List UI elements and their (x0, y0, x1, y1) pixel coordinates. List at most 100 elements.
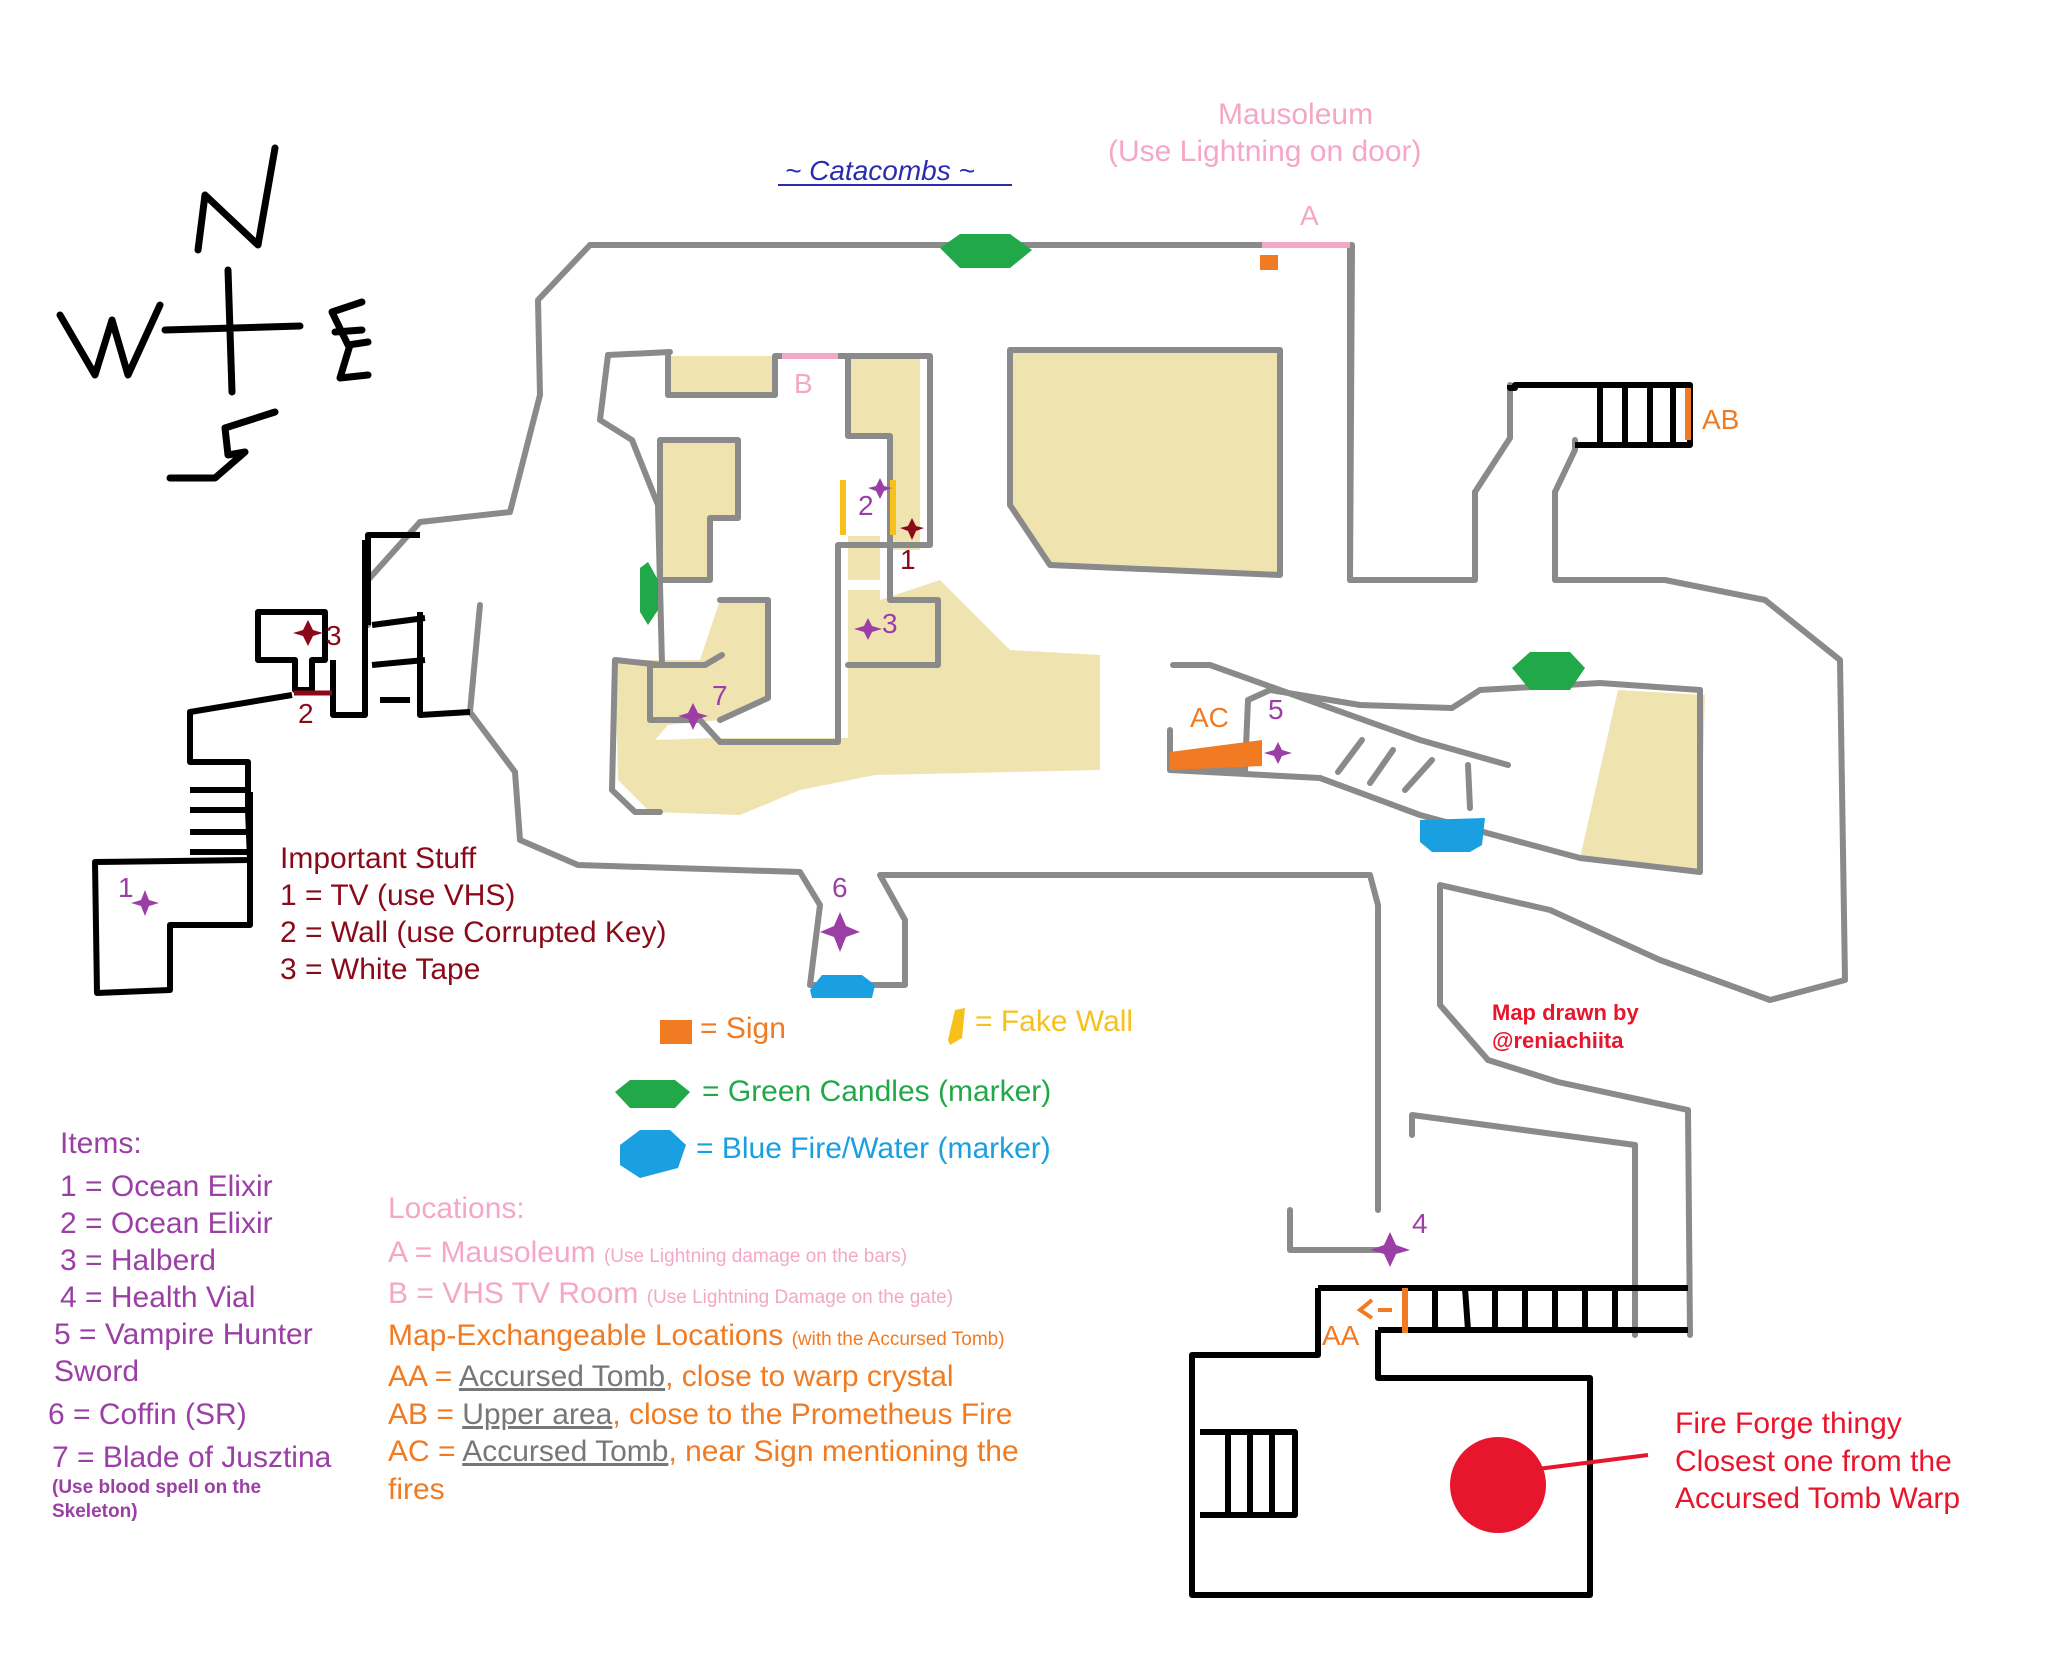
legend-green-candles: = Green Candles (marker) (702, 1075, 1052, 1108)
label-item-7: 7 (712, 680, 728, 711)
item-entry: 5 = Vampire Hunter (54, 1318, 313, 1351)
wall-big-ne-room (1007, 347, 1283, 578)
wall-lower-right-room (1409, 1112, 1638, 1338)
wall-tomb-bars (1432, 1287, 1618, 1331)
wall-west-lower (187, 692, 293, 792)
location-ab-link: Upper area (462, 1397, 613, 1431)
map-title: ~ Catacombs ~ (785, 155, 975, 186)
locations-block: Locations: A = Mausoleum (Use Lightning … (388, 1190, 1019, 1508)
location-a-main: A = Mausoleum (388, 1235, 596, 1269)
item-note: (Use blood spell on the (52, 1477, 262, 1498)
label-important-3: 3 (326, 620, 342, 651)
fake-wall-legend-icon (948, 1008, 965, 1045)
important-item: 1 = TV (use VHS) (280, 879, 516, 912)
gray-walls-2 (1347, 242, 1578, 583)
star-item-2 (868, 478, 892, 499)
exchangeable-note: (with the Accursed Tomb) (791, 1328, 1005, 1350)
star-important-1 (900, 518, 924, 540)
wall-west-corridor (330, 540, 368, 718)
item-stars (131, 478, 1410, 1267)
compass-n (194, 144, 279, 254)
fire-forge-line: Accursed Tomb Warp (1675, 1482, 1961, 1515)
candle-right (1512, 652, 1585, 690)
wall-west-stair (190, 787, 248, 855)
fire-forge-pointer (1529, 1453, 1649, 1472)
wall-ab-room (1507, 382, 1693, 448)
location-b: B = VHS TV Room (Use Lightning Damage on… (388, 1275, 1019, 1317)
item-entry: Sword (54, 1355, 140, 1388)
location-ab: AB = Upper area, close to the Prometheus… (388, 1396, 1019, 1434)
label-AA: AA (1322, 1320, 1360, 1351)
location-ac-cont: fires (388, 1472, 445, 1506)
wall-right-corridor (1167, 687, 1703, 875)
floor-lower-arm (615, 580, 1100, 815)
floor-mid-top (848, 358, 920, 550)
compass-w (56, 301, 164, 379)
important-stars (293, 518, 924, 646)
black-walls (92, 382, 1693, 1598)
star-item-1 (131, 890, 159, 916)
compass-s (166, 408, 279, 482)
location-aa-link: Accursed Tomb (458, 1360, 666, 1393)
location-a: A = Mausoleum (Use Lightning damage on t… (388, 1234, 1019, 1276)
signs (660, 255, 1691, 1333)
compass-rose (56, 144, 372, 482)
location-b-main: B = VHS TV Room (388, 1277, 639, 1310)
exchangeable-main: Map-Exchangeable Locations (388, 1318, 784, 1352)
wall-bottom-left-room (1287, 1207, 1381, 1253)
legend-sign: = Sign (700, 1012, 786, 1045)
wall-inner-room-left (657, 437, 741, 583)
wall-right-outer (1437, 577, 1848, 1338)
tan-floors (615, 350, 1705, 872)
item-entry: 3 = Halberd (60, 1244, 216, 1277)
floor-far-east (1580, 690, 1705, 872)
legend-blue-fire: = Blue Fire/Water (marker) (696, 1132, 1051, 1165)
item-entry: 4 = Health Vial (60, 1281, 256, 1314)
location-b-note: (Use Lightning Damage on the gate) (646, 1287, 954, 1308)
wall-upper-right-room (1552, 489, 1668, 583)
label-item-6: 6 (832, 872, 848, 903)
locations-heading: Locations: (388, 1192, 525, 1225)
wall-tomb-stairs (1200, 1429, 1298, 1518)
location-ab-prefix: AB = (388, 1397, 463, 1431)
wall-tomb-room (1189, 1288, 1593, 1598)
item-entry: 1 = Ocean Elixir (60, 1170, 273, 1203)
items-block: Items: 1 = Ocean Elixir 2 = Ocean Elixir… (48, 1125, 332, 1524)
item-note: Skeleton) (52, 1501, 138, 1522)
location-ac-prefix: AC = (388, 1435, 463, 1468)
star-important-3 (293, 620, 323, 646)
important-item: 3 = White Tape (280, 953, 481, 986)
location-ac-text: , near Sign mentioning the (668, 1435, 1019, 1468)
wall-outer-left (365, 242, 593, 628)
important-stuff-block: Important Stuff 1 = TV (use VHS) 2 = Wal… (280, 840, 667, 988)
sign-near-A (1260, 255, 1278, 270)
wall-main-lower (467, 602, 1381, 1213)
floor-mid-strip (848, 590, 880, 620)
location-ab-text: , close to the Prometheus Fire (612, 1397, 1013, 1431)
wall-upper-inner-a (605, 349, 673, 358)
wall-east-band-top (1347, 242, 1355, 583)
candle-legend (615, 1080, 690, 1108)
star-item-4 (1370, 1232, 1410, 1267)
wall-tomb-corridor (1318, 1285, 1688, 1333)
compass-e (328, 298, 372, 382)
candle-top (940, 234, 1032, 268)
star-item-5 (1264, 742, 1292, 764)
sign-AA-bar (1402, 1288, 1408, 1333)
wall-west-corridor-2 (417, 612, 471, 718)
mausoleum-hint: (Use Lightning on door) (1108, 135, 1422, 168)
sign-AB-bar (1685, 388, 1691, 440)
label-item-1: 1 (118, 872, 134, 903)
important-heading: Important Stuff (280, 842, 477, 875)
wall-ab-stairs (1597, 385, 1676, 445)
item-entry: 7 = Blade of Jusztina (52, 1441, 332, 1474)
fire-forge-line: Fire Forge thingy (1675, 1407, 1902, 1440)
location-aa-text: , close to warp crystal (665, 1360, 954, 1393)
label-AB: AB (1702, 404, 1740, 435)
label-important-2: 2 (298, 698, 314, 729)
aa-arrow-icon (1356, 1298, 1392, 1320)
label-AC: AC (1190, 702, 1229, 733)
blue-fire-right (1420, 818, 1485, 852)
location-aa: AA = Accursed Tomb, close to warp crysta… (388, 1358, 1019, 1396)
